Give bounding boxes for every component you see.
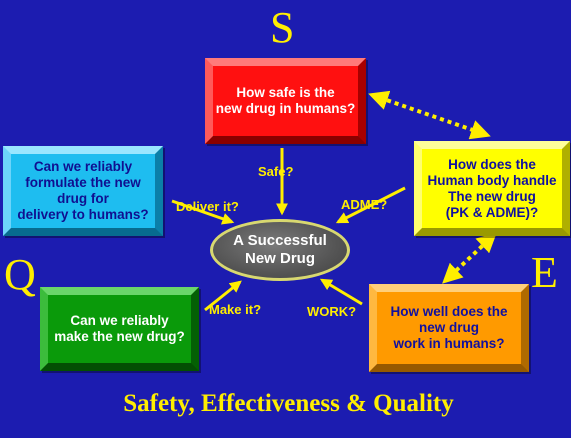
box-safety-question: How safe is the new drug in humans? (205, 58, 366, 144)
center-successful-drug: A Successful New Drug (210, 219, 350, 281)
label-safe: Safe? (258, 164, 294, 179)
letter-s: S (270, 3, 295, 52)
label-deliver: Deliver it? (176, 199, 239, 214)
right-edge-strip (571, 0, 577, 438)
letter-e: E (531, 248, 558, 297)
arrow-deliver (171, 199, 235, 225)
label-adme: ADME? (341, 197, 388, 212)
box-work-question: How well does the new drug work in human… (369, 284, 529, 372)
label-make: Make it? (209, 302, 262, 317)
letter-q: Q (4, 250, 36, 299)
box-pk-adme-question: How does the Human body handle The new d… (414, 141, 570, 236)
box-make-question: Can we reliably make the new drug? (40, 287, 199, 371)
arrow-adme (335, 186, 406, 224)
dotted-arrow-safe-pk (368, 90, 491, 140)
dotted-arrow-pk-work (442, 232, 497, 284)
footer-title: Safety, Effectiveness & Quality (123, 390, 454, 417)
arrow-make (204, 280, 242, 312)
box-formulate-question: Can we reliably formulate the new drug f… (3, 146, 163, 236)
arrow-work (319, 278, 363, 306)
label-work: WORK? (307, 304, 357, 319)
